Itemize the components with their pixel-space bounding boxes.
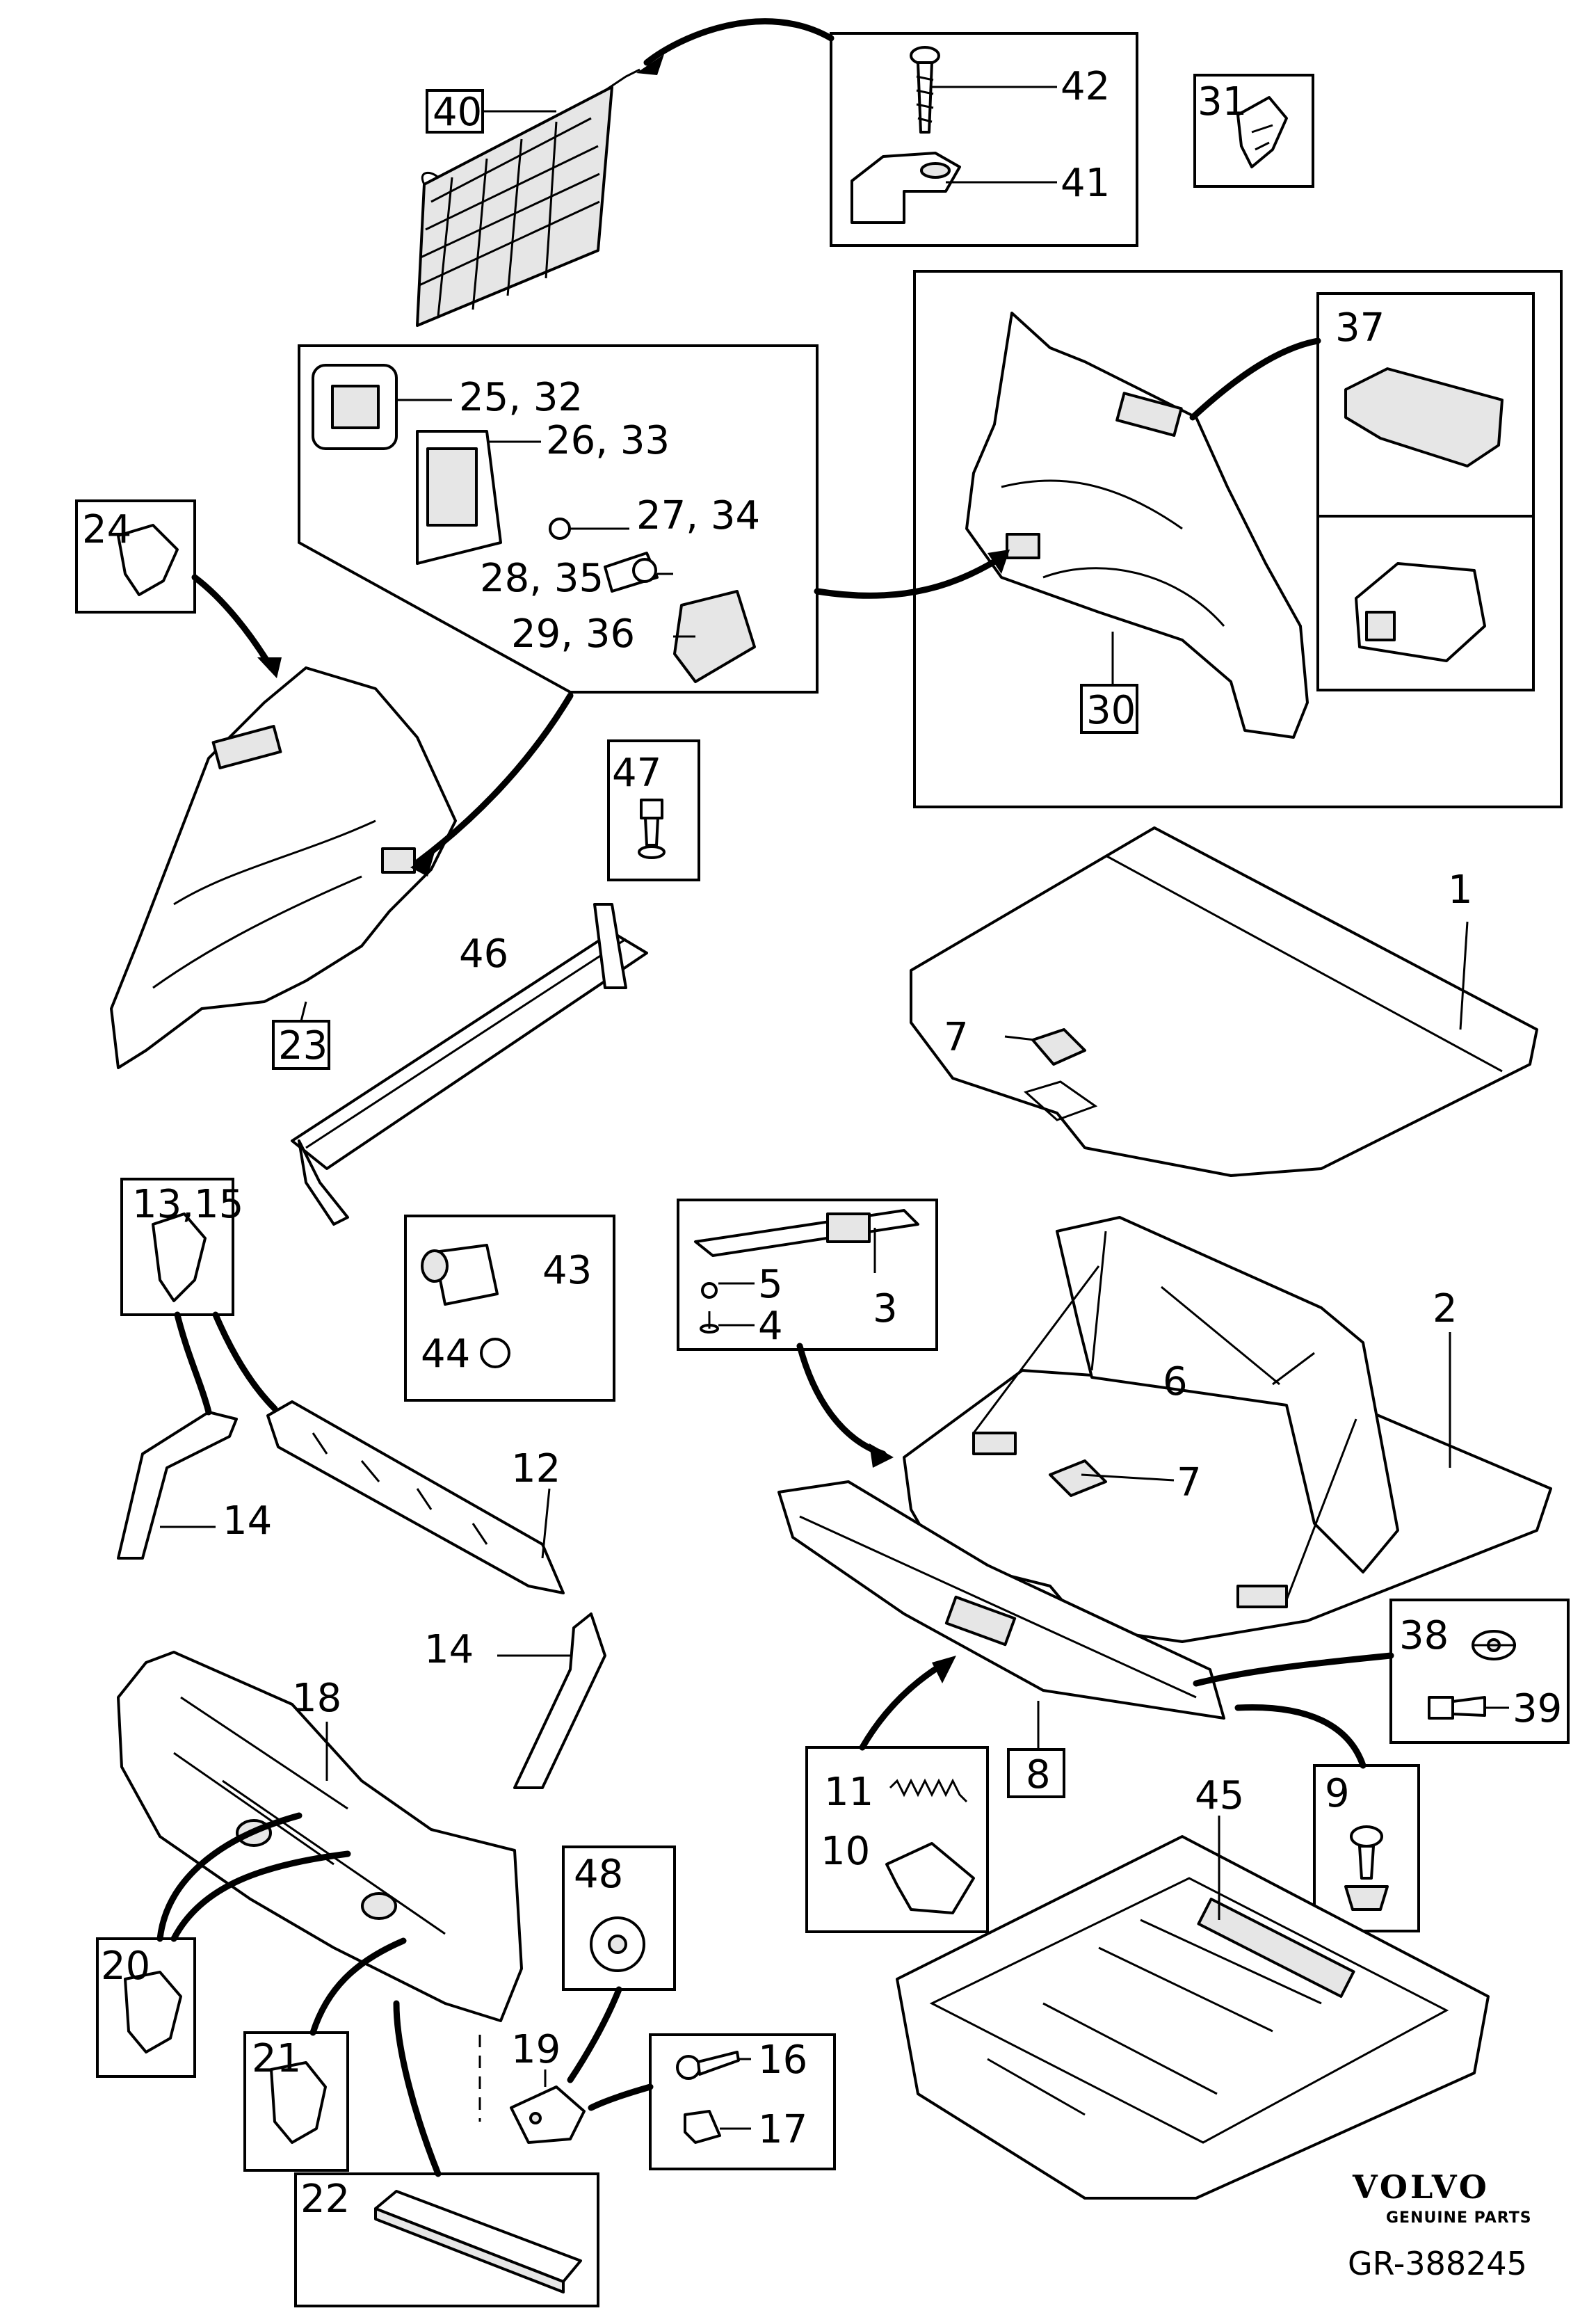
label-13-15: 13,15 [132,1182,243,1227]
label-48: 48 [574,1852,623,1897]
label-19: 19 [511,2027,561,2072]
label-41: 41 [1061,161,1110,206]
tailgate-trim-18 [117,1651,523,2022]
label-6: 6 [1163,1359,1188,1404]
clip-20 [124,1971,182,2053]
label-2: 2 [1433,1286,1458,1331]
label-24: 24 [82,507,131,552]
side-trim-23 [110,666,457,1069]
label-46: 46 [459,931,508,977]
clip-31 [1236,96,1288,168]
bracket-10 [885,1842,975,1914]
floor-board-1 [910,826,1538,1177]
label-20: 20 [101,1944,150,1989]
label-26-33: 26, 33 [546,418,670,463]
label-44: 44 [421,1331,470,1377]
clip-24 [117,524,179,596]
clip-9 [1344,1825,1389,1911]
clip-13-15 [152,1212,207,1302]
label-43: 43 [542,1248,592,1293]
part-37 [1344,367,1504,662]
label-37: 37 [1335,305,1385,351]
label-7-top: 7 [944,1015,969,1060]
label-7-mid: 7 [1177,1460,1202,1505]
label-4: 4 [758,1304,783,1349]
washer-48 [590,1916,645,1972]
box-43-44 [404,1215,615,1402]
bolt-47 [638,799,666,859]
trim-strip-14-right [513,1612,606,1789]
label-5: 5 [758,1262,783,1307]
label-22: 22 [300,2177,350,2222]
clip-41 [851,152,961,224]
foam-block-22 [374,2190,582,2293]
label-16: 16 [758,2037,807,2083]
label-39: 39 [1513,1686,1562,1731]
sill-plate-8 [777,1480,1225,1720]
screw-16 [676,2051,740,2080]
label-1: 1 [1448,867,1473,913]
box-40 [426,89,484,134]
label-23: 23 [278,1023,328,1068]
label-14-right: 14 [424,1627,474,1672]
label-38: 38 [1399,1613,1449,1658]
label-21: 21 [252,2036,301,2081]
nut-17 [684,2110,721,2144]
label-31: 31 [1198,79,1247,125]
trim-strip-14-left [117,1411,238,1560]
label-17: 17 [758,2107,807,2152]
flow-arrows [156,18,1394,2177]
parts-43-44 [421,1244,510,1368]
label-29-36: 29, 36 [511,611,635,657]
label-14-left: 14 [223,1498,272,1544]
screw-42 [910,46,940,134]
label-47: 47 [612,751,661,796]
label-45: 45 [1195,1773,1244,1818]
parts-25-36 [312,364,756,683]
cargo-net-40 [416,68,640,327]
box-16-17 [649,2033,836,2170]
side-trim-30 [965,312,1309,739]
label-8: 8 [1026,1752,1051,1797]
genuine-parts-text: GENUINE PARTS [1386,2209,1532,2227]
label-3: 3 [873,1286,898,1331]
branding: VOLVO GENUINE PARTS GR-388245 [1348,2168,1532,2282]
upper-trim-12 [266,1400,565,1594]
cross-member-46 [291,903,648,1226]
volvo-logo: VOLVO [1352,2168,1490,2206]
box-30 [1080,684,1138,734]
label-18: 18 [292,1676,341,1721]
spring-11 [889,1778,968,1803]
leader-lines [160,86,1516,2130]
parts-3-5 [694,1209,919,1334]
label-30: 30 [1086,688,1136,733]
label-42: 42 [1061,64,1110,109]
callout-labels: 40 42 41 31 37 30 25, 32 26, 33 27, 34 2… [82,64,1562,2222]
box-8 [1007,1748,1065,1798]
label-9: 9 [1325,1771,1350,1816]
label-12: 12 [511,1446,561,1491]
box-38-39 [1389,1599,1570,1744]
label-25-32: 25, 32 [459,375,583,420]
cargo-floor-2 [903,1216,1552,1643]
storage-tray-45 [896,1835,1490,2200]
clip-21 [270,2061,327,2144]
parts [110,46,1552,2293]
label-27-34: 27, 34 [636,493,760,538]
label-10: 10 [821,1829,870,1874]
bracket-19 [478,2035,586,2144]
label-28-35: 28, 35 [480,556,604,601]
drawing-code: GR-388245 [1348,2245,1527,2282]
label-11: 11 [824,1770,873,1815]
label-40: 40 [433,90,482,135]
